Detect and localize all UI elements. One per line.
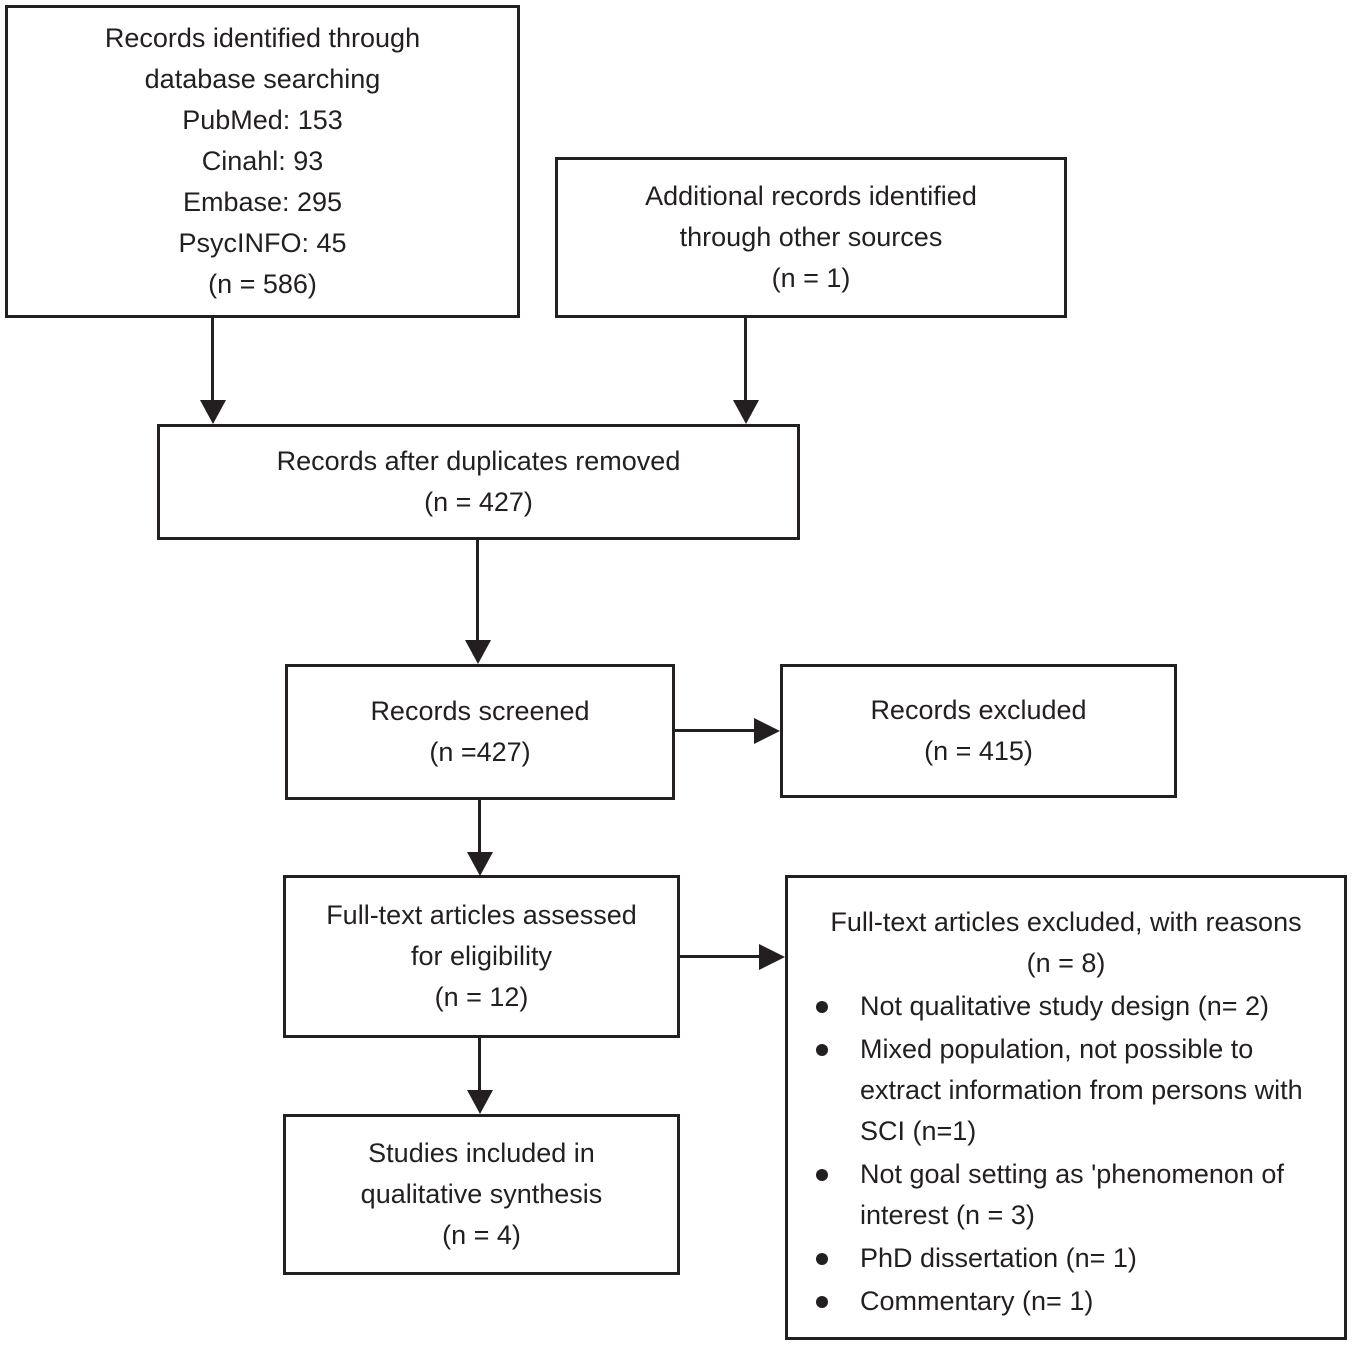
records-screened-box: Records screened (n =427) bbox=[285, 664, 675, 800]
list-item: PhD dissertation (n= 1) bbox=[810, 1238, 1330, 1279]
bullet-text: Not qualitative study design (n= 2) bbox=[860, 991, 1269, 1021]
box-text-line: Embase: 295 bbox=[182, 187, 343, 217]
records-identified-box: Records identified through database sear… bbox=[5, 5, 520, 318]
box-text-line: Additional records identified bbox=[645, 181, 977, 211]
box-text-line: database searching bbox=[144, 64, 381, 94]
bullet-text: PhD dissertation (n= 1) bbox=[860, 1243, 1137, 1273]
arrow-down-icon bbox=[733, 400, 759, 424]
records-excluded-box: Records excluded (n = 415) bbox=[780, 664, 1177, 798]
arrow-shaft bbox=[673, 729, 756, 732]
bullet-text: Mixed population, not possible to extrac… bbox=[860, 1034, 1303, 1146]
studies-included-box: Studies included in qualitative synthesi… bbox=[283, 1114, 680, 1275]
box-text-line: (n = 427) bbox=[424, 487, 533, 517]
box-text-line: Studies included in bbox=[368, 1138, 595, 1168]
box-text-line: Records excluded bbox=[870, 695, 1087, 725]
box-text-line: (n = 8) bbox=[1026, 948, 1106, 978]
bullet-text: Not goal setting as 'phenomenon of inter… bbox=[860, 1159, 1284, 1230]
arrow-right-icon bbox=[754, 718, 780, 744]
arrow-shaft bbox=[476, 540, 479, 642]
list-item: Not qualitative study design (n= 2) bbox=[810, 986, 1330, 1027]
bullet-icon bbox=[816, 1296, 828, 1308]
list-item: Not goal setting as 'phenomenon of inter… bbox=[810, 1154, 1330, 1236]
arrow-shaft bbox=[478, 1038, 481, 1092]
arrow-down-icon bbox=[465, 640, 491, 664]
arrow-shaft bbox=[678, 955, 761, 958]
box-text-line: Records after duplicates removed bbox=[276, 446, 681, 476]
box-text-line: through other sources bbox=[679, 222, 943, 252]
box-text-line: PubMed: 153 bbox=[182, 105, 343, 135]
arrow-down-icon bbox=[200, 400, 226, 424]
exclusion-reasons-list: Not qualitative study design (n= 2) Mixe… bbox=[788, 986, 1344, 1322]
fulltext-assessed-box: Full-text articles assessed for eligibil… bbox=[283, 875, 680, 1038]
bullet-icon bbox=[816, 1044, 828, 1056]
fulltext-excluded-box: Full-text articles excluded, with reason… bbox=[785, 875, 1347, 1340]
box-text-line: Records identified through bbox=[104, 23, 421, 53]
box-text-line: Full-text articles assessed bbox=[326, 900, 637, 930]
box-text-line: (n =427) bbox=[429, 737, 531, 767]
box-text-line: (n = 4) bbox=[442, 1220, 521, 1250]
box-text-line: Records screened bbox=[370, 696, 590, 726]
arrow-down-icon bbox=[467, 1090, 493, 1114]
arrow-shaft bbox=[478, 800, 481, 854]
box-text-line: (n = 415) bbox=[924, 736, 1033, 766]
box-text-line: (n = 1) bbox=[771, 263, 851, 293]
bullet-icon bbox=[816, 1001, 828, 1013]
bullet-icon bbox=[816, 1169, 828, 1181]
list-item: Mixed population, not possible to extrac… bbox=[810, 1029, 1330, 1152]
list-item: Commentary (n= 1) bbox=[810, 1281, 1330, 1322]
box-text-line: PsycINFO: 45 bbox=[178, 228, 347, 258]
bullet-text: Commentary (n= 1) bbox=[860, 1286, 1094, 1316]
box-text-line: Full-text articles excluded, with reason… bbox=[830, 907, 1302, 937]
box-text-line: qualitative synthesis bbox=[360, 1179, 603, 1209]
duplicates-removed-box: Records after duplicates removed (n = 42… bbox=[157, 424, 800, 540]
arrow-down-icon bbox=[467, 852, 493, 876]
box-text-line: Cinahl: 93 bbox=[201, 146, 324, 176]
arrow-right-icon bbox=[759, 944, 785, 970]
box-text-line: for eligibility bbox=[410, 941, 553, 971]
box-text-line: (n = 12) bbox=[434, 982, 529, 1012]
additional-records-box: Additional records identified through ot… bbox=[555, 157, 1067, 318]
bullet-icon bbox=[816, 1253, 828, 1265]
box-text-line: (n = 586) bbox=[208, 269, 317, 299]
arrow-shaft bbox=[211, 316, 214, 402]
arrow-shaft bbox=[744, 318, 747, 402]
